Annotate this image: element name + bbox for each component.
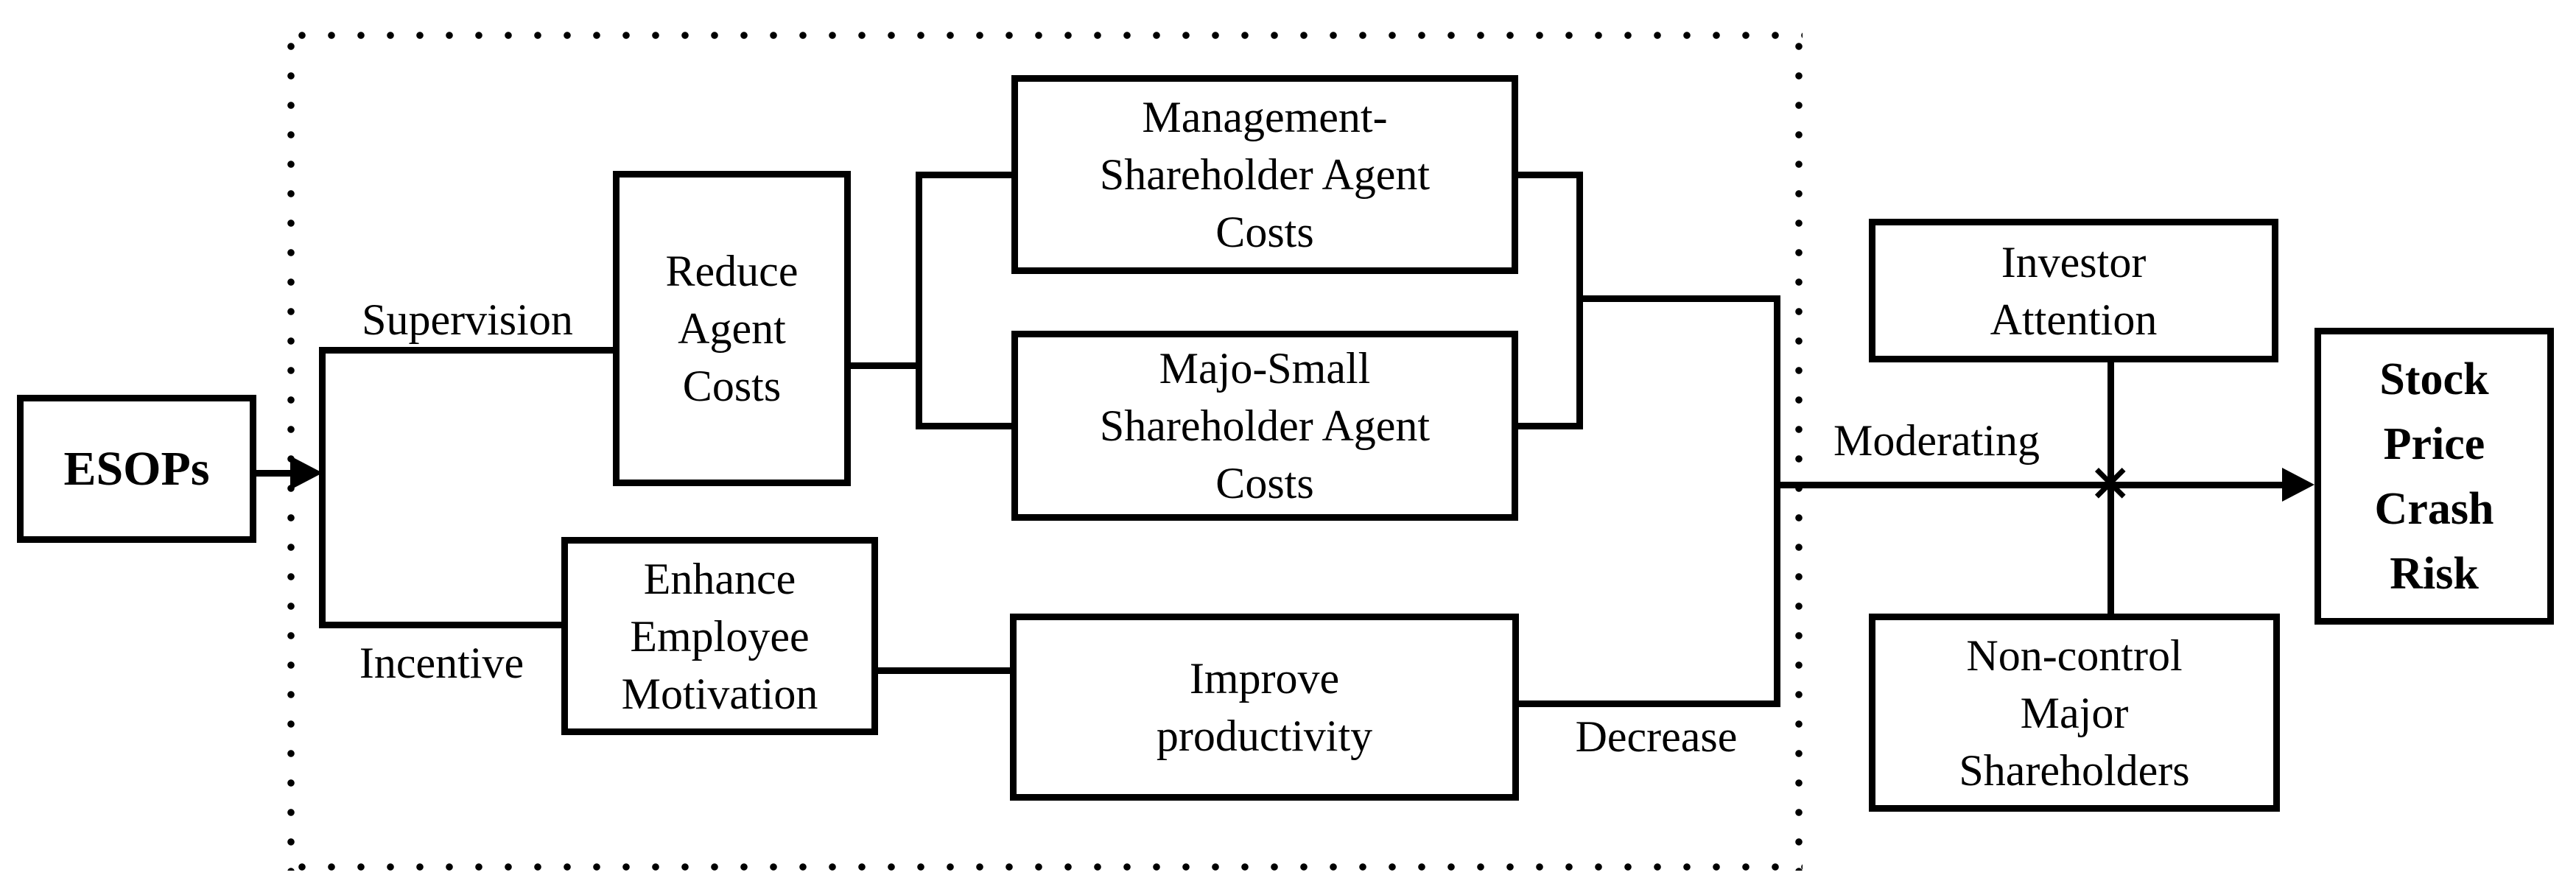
connector-reduce-to-bracket: [851, 362, 922, 369]
connector-bracket-to-merge-bar: [1579, 295, 1780, 302]
node-enhance-employee-motivation: Enhance Employee Motivation: [561, 537, 878, 735]
connector-bracket-to-management: [919, 172, 1011, 178]
moderation-cross-icon: ×: [2089, 442, 2132, 524]
connector-split-bracket-vertical: [916, 172, 922, 429]
node-line: Shareholder Agent: [1099, 401, 1431, 450]
connector-management-out: [1518, 172, 1582, 178]
node-line: Attention: [1990, 295, 2158, 344]
node-line: Costs: [1215, 459, 1314, 508]
node-line: productivity: [1156, 712, 1373, 760]
node-management-shareholder-agent-costs: Management- Shareholder Agent Costs: [1011, 75, 1518, 274]
node-line: Management-: [1142, 93, 1388, 141]
node-line: Costs: [1215, 208, 1314, 256]
connector-moderator-vertical: [2108, 361, 2114, 617]
node-line: Shareholders: [1959, 745, 2190, 795]
node-line: Majo-Small: [1159, 344, 1371, 393]
node-esops: ESOPs: [17, 395, 256, 543]
dotted-border-right: [1795, 32, 1803, 871]
node-investor-attention: Investor Attention: [1869, 219, 2278, 362]
node-line: Price: [2383, 418, 2485, 469]
dotted-border-left: [287, 32, 295, 871]
node-line: Improve: [1189, 654, 1340, 703]
connector-branch-vertical: [319, 347, 326, 628]
node-line: Investor: [2001, 237, 2147, 287]
arrowhead-right-icon: [2282, 468, 2314, 502]
connector-supervision-line: [322, 347, 613, 354]
connector-merge-bar-vertical: [1774, 295, 1780, 707]
node-line: Employee: [630, 611, 810, 661]
arrowhead-right-icon: [290, 456, 323, 490]
node-line: Stock: [2379, 354, 2489, 404]
connector-enhance-to-improve: [878, 667, 1010, 674]
node-line: Non-control: [1966, 631, 2183, 680]
node-improve-productivity: Improve productivity: [1010, 614, 1519, 801]
node-line: Reduce: [665, 247, 799, 295]
dotted-border-bottom: [287, 863, 1803, 871]
edge-label-decrease: Decrease: [1575, 712, 1738, 761]
connector-decrease-line: [1519, 700, 1780, 707]
connector-majo-small-out: [1518, 423, 1582, 429]
node-non-control-major-shareholders: Non-control Major Shareholders: [1869, 614, 2280, 812]
connector-esops-to-branch: [256, 470, 295, 477]
node-reduce-agent-costs: Reduce Agent Costs: [613, 171, 851, 486]
node-line: Enhance: [643, 554, 796, 603]
node-line: Shareholder Agent: [1099, 150, 1431, 199]
edge-label-supervision: Supervision: [362, 295, 573, 344]
node-line: Agent: [678, 304, 786, 353]
node-stock-price-crash-risk: Stock Price Crash Risk: [2314, 328, 2554, 625]
connector-bracket-to-majo-small: [919, 423, 1011, 429]
connector-incentive-line: [322, 622, 561, 628]
node-line: Motivation: [621, 669, 818, 718]
dotted-border-top: [287, 32, 1803, 39]
edge-label-moderating: Moderating: [1833, 416, 2040, 465]
edge-label-incentive: Incentive: [359, 639, 524, 687]
node-line: Crash: [2374, 483, 2494, 534]
node-line: Costs: [682, 362, 782, 410]
node-majo-small-shareholder-agent-costs: Majo-Small Shareholder Agent Costs: [1011, 331, 1518, 521]
connector-moderating-to-stock: [1777, 482, 2287, 488]
node-line: Major: [2020, 688, 2129, 737]
node-line: Risk: [2390, 548, 2479, 599]
